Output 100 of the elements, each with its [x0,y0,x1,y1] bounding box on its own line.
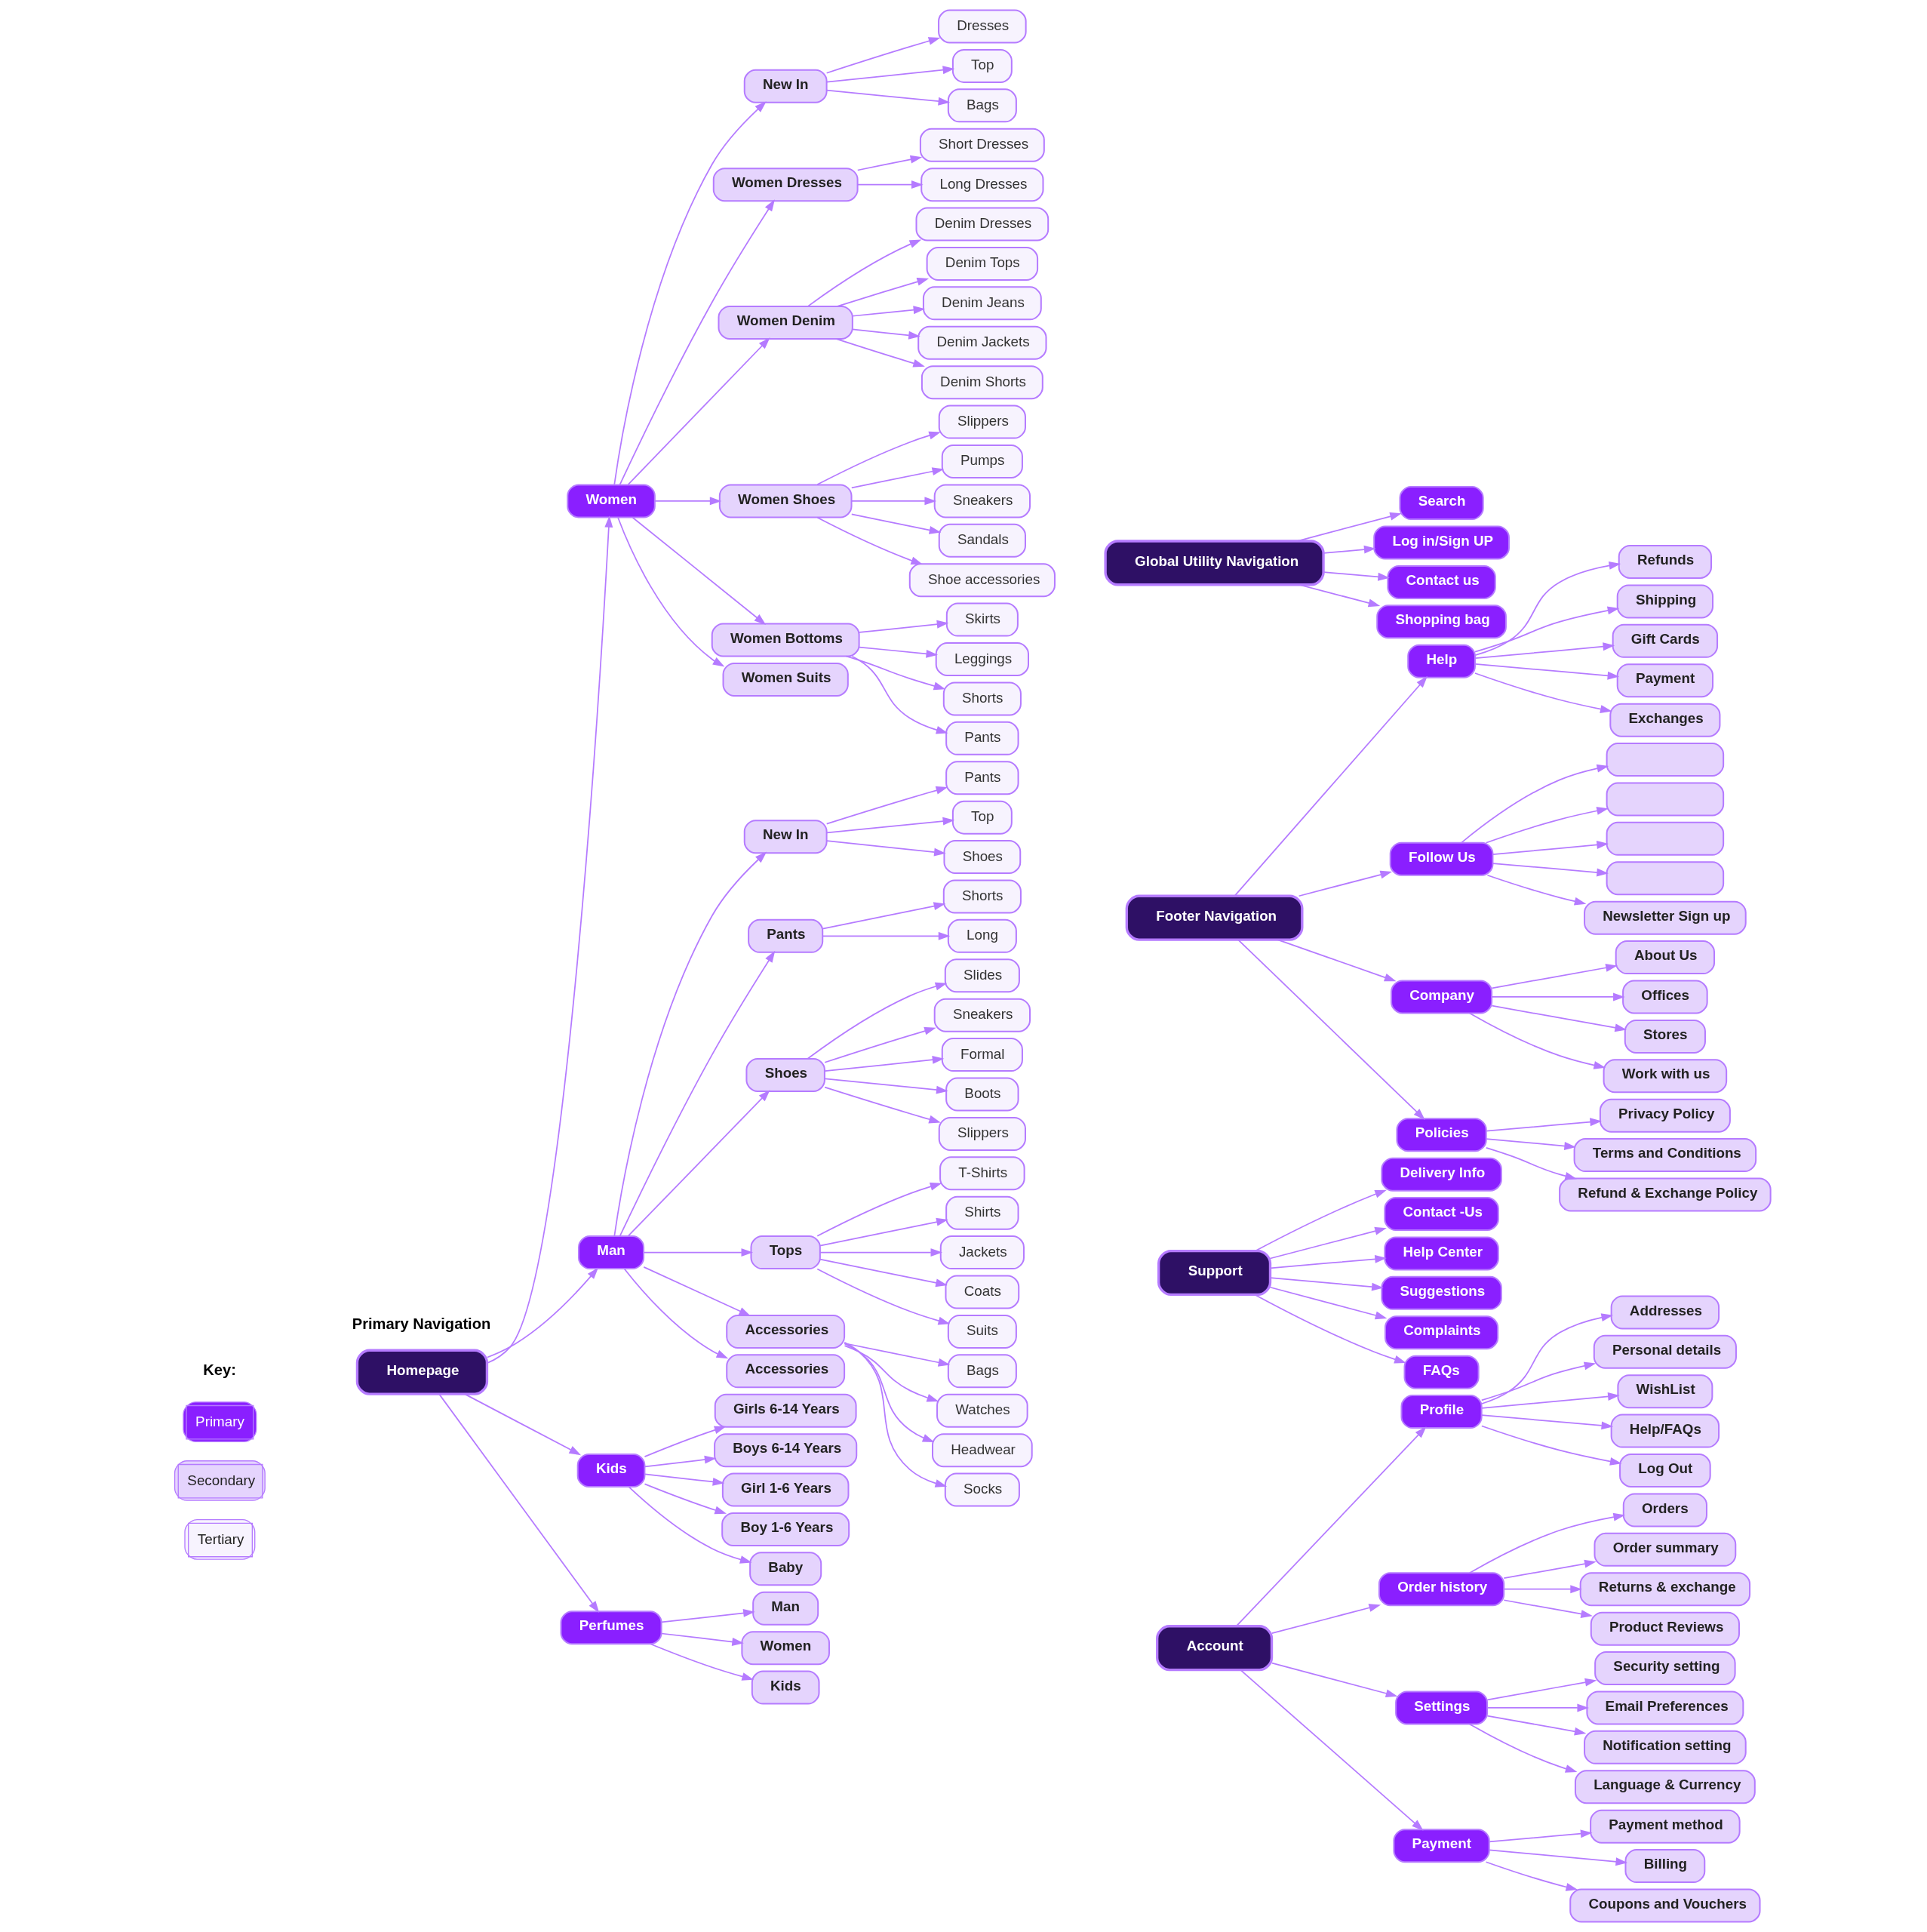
arrow [627,1090,770,1237]
node-box: Man [752,1591,819,1626]
node-box: Payment [1393,1829,1490,1863]
node-box: Short Dresses [919,128,1045,162]
arrow [1481,1425,1622,1466]
node-box: Long [947,918,1017,953]
node-box: Pants [748,918,824,953]
node-box: Product Reviews [1590,1611,1740,1646]
node-box: Top [951,48,1013,83]
arrow [1271,1662,1398,1698]
arrow [1237,939,1425,1120]
node-box: Jackets [939,1235,1025,1270]
node-box: Boys 6-14 Years [714,1433,858,1468]
arrow [819,1217,948,1247]
node-box: Girl 1-6 Years [721,1472,850,1507]
arrow [1297,512,1402,542]
arrow [850,513,942,534]
arrow [644,1455,717,1468]
arrow [644,1473,725,1486]
arrow [1485,807,1609,844]
node-box: Email Preferences [1586,1690,1744,1725]
arrow [816,1268,951,1325]
node-box: Dresses [938,9,1027,44]
node-box: Bags [947,1354,1017,1389]
arrow [816,516,924,565]
node-box: Girls 6-14 Years [714,1393,857,1428]
node-box: Shopping bag [1376,605,1507,639]
arrow [844,1343,935,1443]
arrow [1269,1277,1384,1291]
node-box: Bags [947,88,1017,123]
arrow [1277,939,1397,982]
arrow [643,1266,751,1316]
arrow [1503,1599,1593,1618]
arrow [1269,1226,1387,1260]
node-box: Denim Dresses [915,207,1050,242]
node-box: Homepage [355,1349,489,1395]
node-box: Company [1391,980,1493,1014]
node-box: Slippers [938,1116,1026,1151]
arrow [1491,963,1618,989]
node-box: New In [743,820,828,854]
arrow [1488,1849,1628,1866]
node-box: Shirts [945,1195,1019,1230]
node-box: Slippers [938,405,1026,439]
arrow [1486,1138,1576,1150]
arrow [1269,1286,1388,1320]
node-box: Suggestions [1381,1275,1502,1310]
arrow [1269,1254,1387,1269]
arrow [807,982,948,1060]
node-box: Kids [576,1454,646,1488]
legend-label: Primary [195,1413,244,1429]
node-box: Kids [751,1670,820,1705]
node-box: Denim Shorts [920,365,1043,400]
node-box: Shipping [1616,584,1714,619]
node-box: Boy 1-6 Years [721,1512,850,1546]
arrow [1486,1146,1577,1180]
node-box: Privacy Policy [1599,1098,1731,1133]
node-box: Women Shoes [718,484,853,518]
arrow [1492,841,1609,855]
arrow [826,840,946,857]
node-box: Sneakers [933,998,1031,1032]
arrow [619,199,775,485]
node-box: Contact us [1387,565,1496,599]
arrow [1474,561,1621,657]
arrow [852,306,926,317]
arrow [1491,992,1625,1001]
node-box: New In [743,69,828,103]
node-box: Search [1399,486,1484,521]
node-box: Account [1156,1625,1274,1672]
node-box: Terms and Conditions [1573,1138,1757,1173]
arrow [650,1643,755,1681]
arrow [613,101,767,485]
node-box: Newsletter Sign up [1584,900,1747,935]
arrow [824,1086,941,1124]
arrow [632,516,767,626]
arrow [1254,1294,1406,1364]
node-box: Notification setting [1584,1730,1747,1764]
node-box: Accessories [726,1314,846,1349]
arrow [463,1393,582,1456]
node-box: Log Out [1619,1454,1711,1488]
node-box: Shoes [943,840,1022,875]
arrow [1488,1829,1593,1843]
node-box: Delivery Info [1381,1157,1502,1192]
arrow [486,515,613,1364]
arrow [807,239,922,307]
node-box [1606,782,1725,817]
node-box: Boots [945,1077,1019,1112]
node-box: Leggings [935,642,1029,677]
arrow [1474,606,1620,653]
node-box: Women [741,1631,830,1666]
arrow [617,517,725,667]
arrow [1481,1313,1614,1404]
node-box: Personal details [1593,1334,1737,1369]
node-box: Accessories [726,1354,846,1389]
arrow [852,328,920,340]
arrow [1235,1426,1427,1627]
arrow [644,1483,727,1515]
arrow [1474,642,1615,660]
arrow [826,89,951,106]
arrow [1486,1118,1602,1132]
arrow [825,37,941,74]
